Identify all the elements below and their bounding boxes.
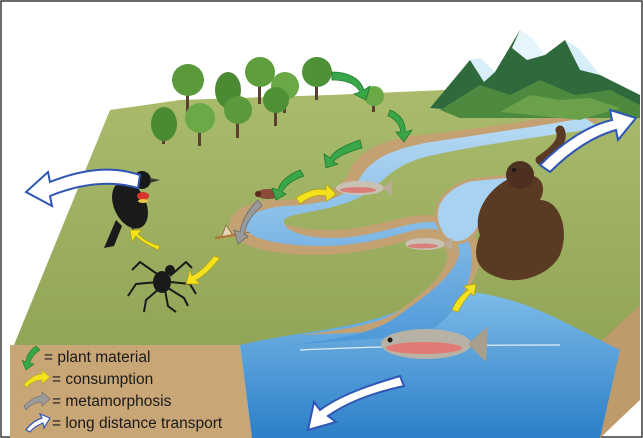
legend-label: = metamorphosis — [52, 393, 172, 410]
legend-label: = long distance transport — [52, 415, 223, 432]
legend-label: = consumption — [52, 371, 153, 388]
legend-item-long-distance-transport: = long distance transport — [26, 414, 223, 432]
legend-label: = plant material — [44, 349, 150, 366]
